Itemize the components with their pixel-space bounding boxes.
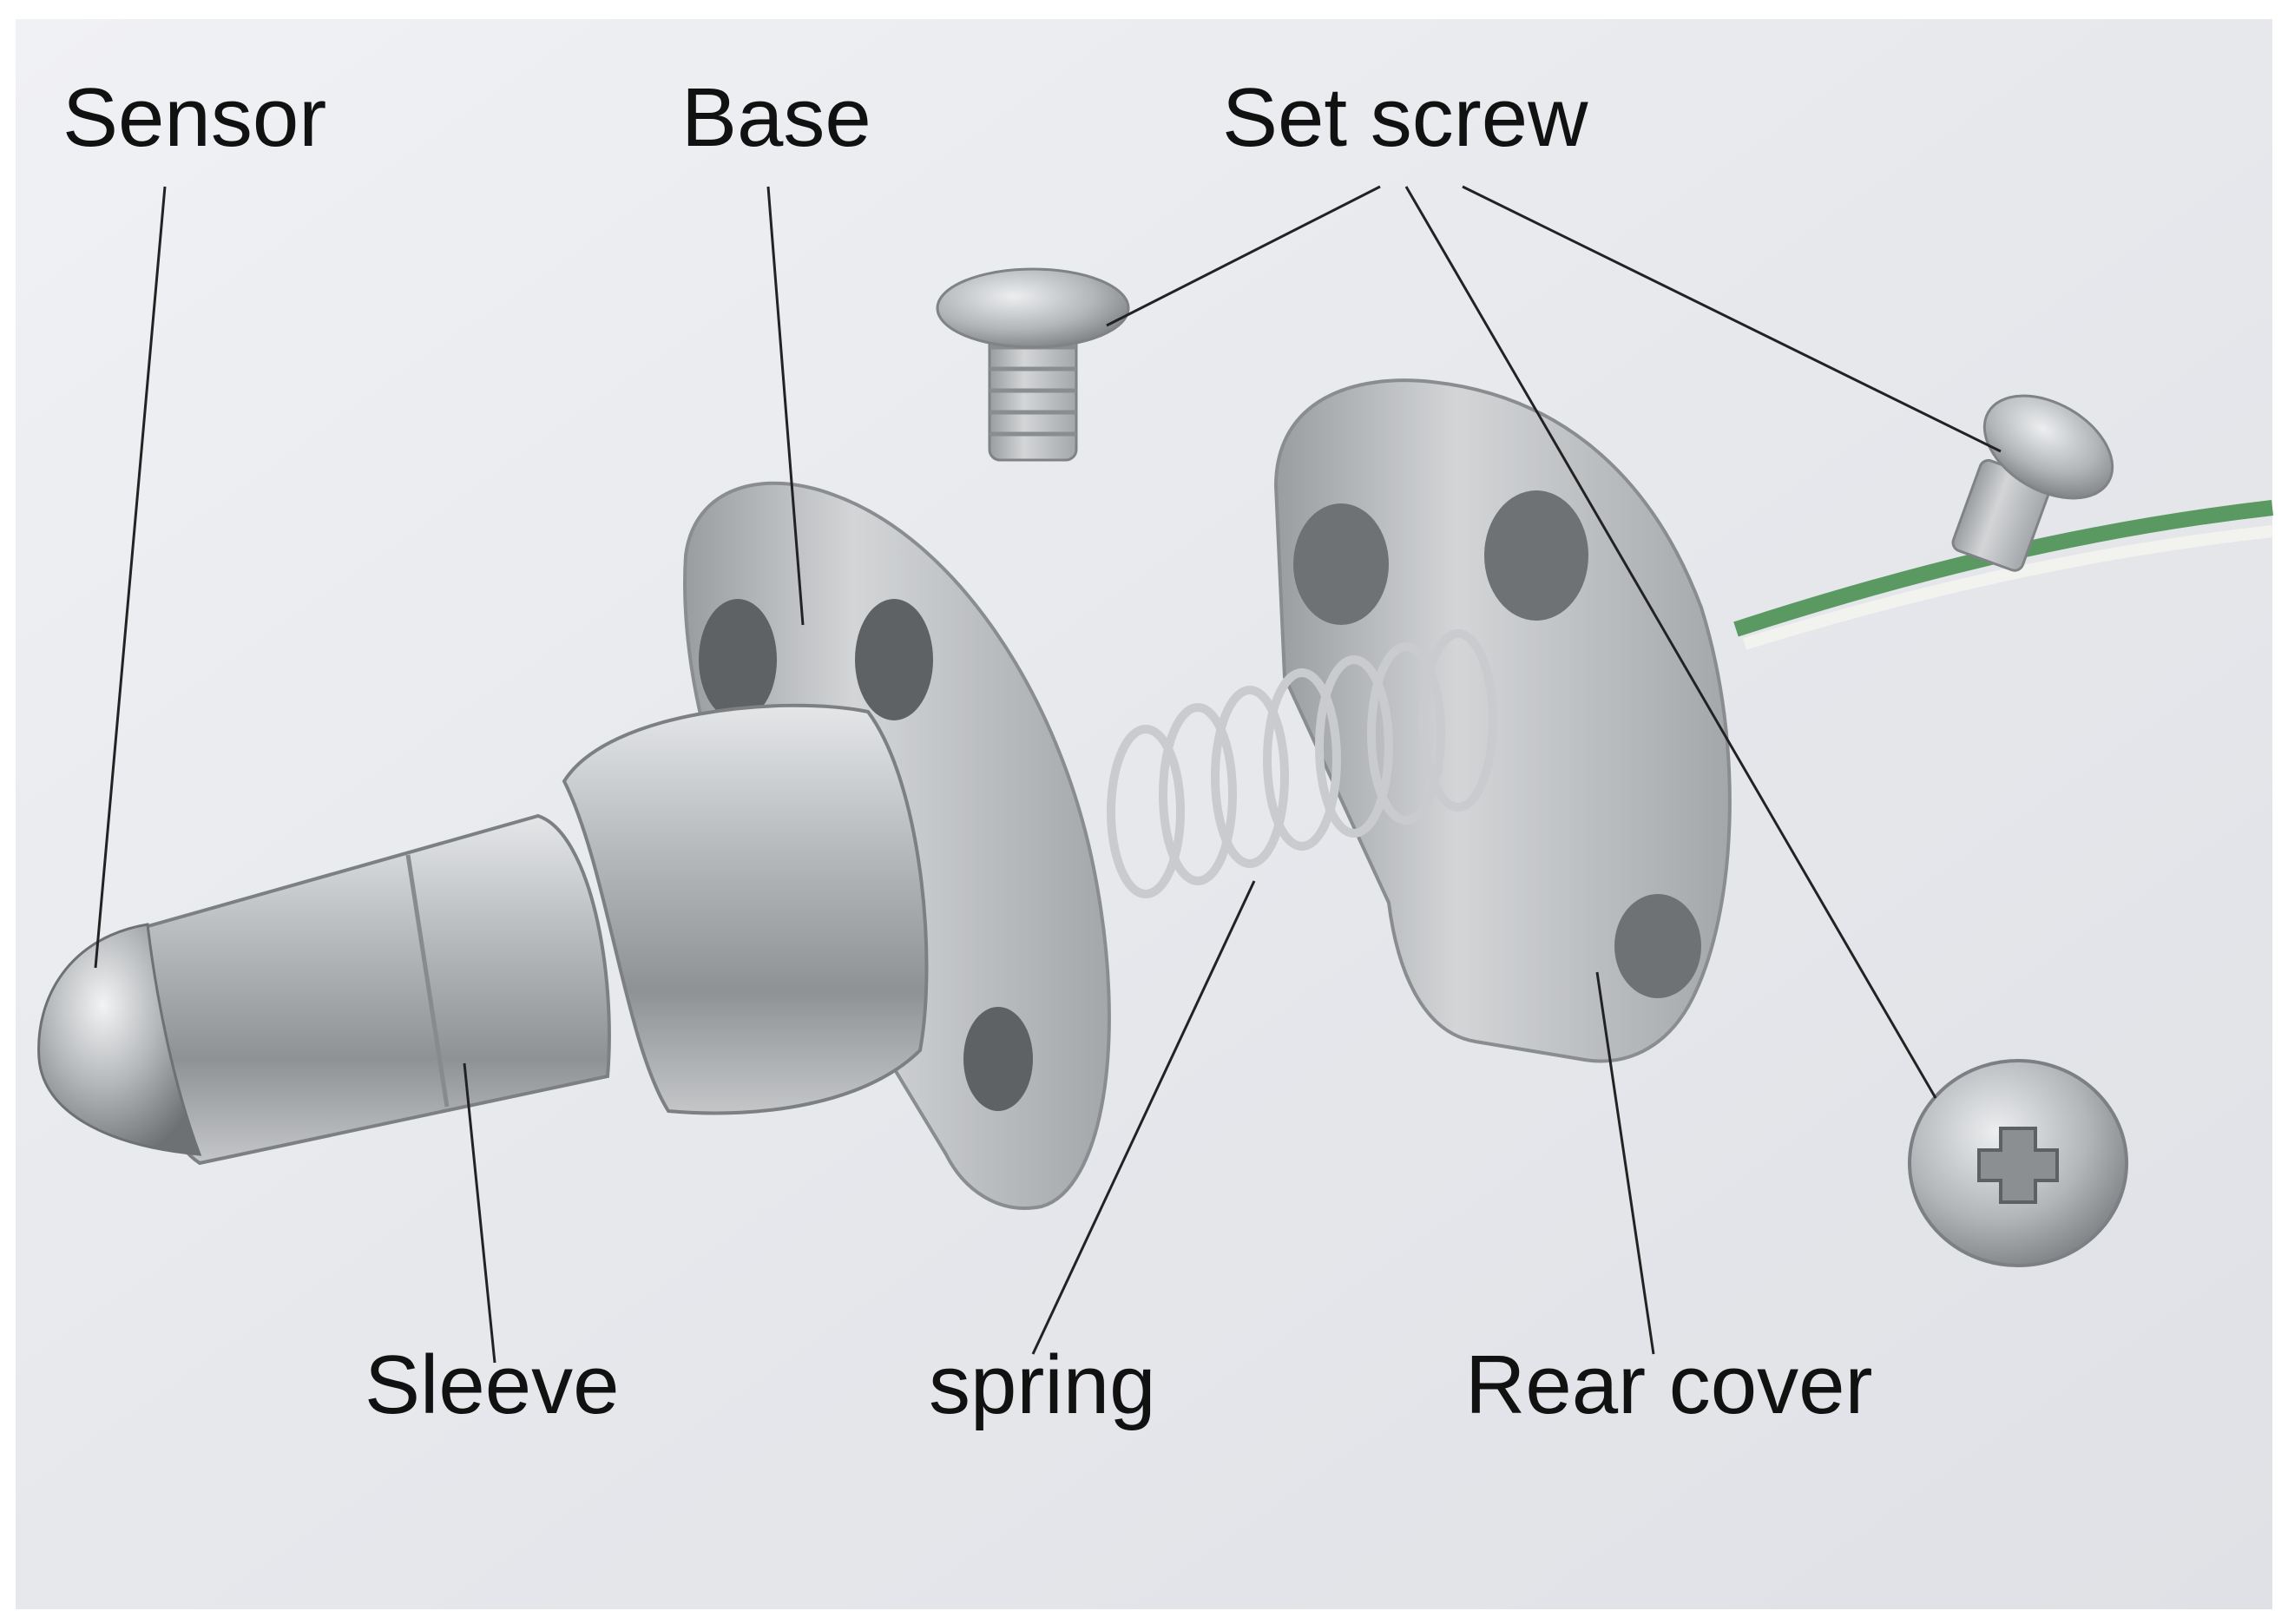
leader-lines [94,185,2002,1364]
leader-line-spring [1031,880,1256,1355]
label-set-screw: Set screw [1222,71,1588,164]
set-screw-bottom [1908,1059,2128,1267]
base-hole [699,599,777,720]
leader-line-sensor [94,186,167,969]
label-spring: spring [929,1338,1156,1431]
sensor-tip [37,923,202,1156]
rear-cover-hole [1293,503,1389,625]
leader-line-set-screw-right [1462,185,2002,453]
phillips-cross-icon [1977,1127,2059,1204]
base-body [562,703,929,1115]
rear-cover-hole [1484,490,1588,621]
label-base: Base [681,71,871,164]
leader-line-set-screw-top [1106,185,1381,327]
set-screw-right [1951,394,2114,572]
label-sensor: Sensor [62,71,327,164]
label-rear-cover: Rear cover [1465,1338,1873,1431]
leader-line-base [766,186,805,626]
set-screw-top [936,267,1130,462]
spring [1107,629,1497,898]
photo-background [16,19,2272,1609]
sleeve-seam [405,854,450,1108]
base-hole [855,599,933,720]
leader-line-rear-cover [1595,971,1655,1355]
rear-cover-hole [1614,894,1701,998]
label-sleeve: Sleeve [365,1338,620,1431]
leader-line-set-screw-bottom [1404,186,1937,1099]
leader-line-sleeve [463,1062,496,1364]
base-hole [963,1007,1033,1111]
wire-insulation [1742,525,2273,650]
